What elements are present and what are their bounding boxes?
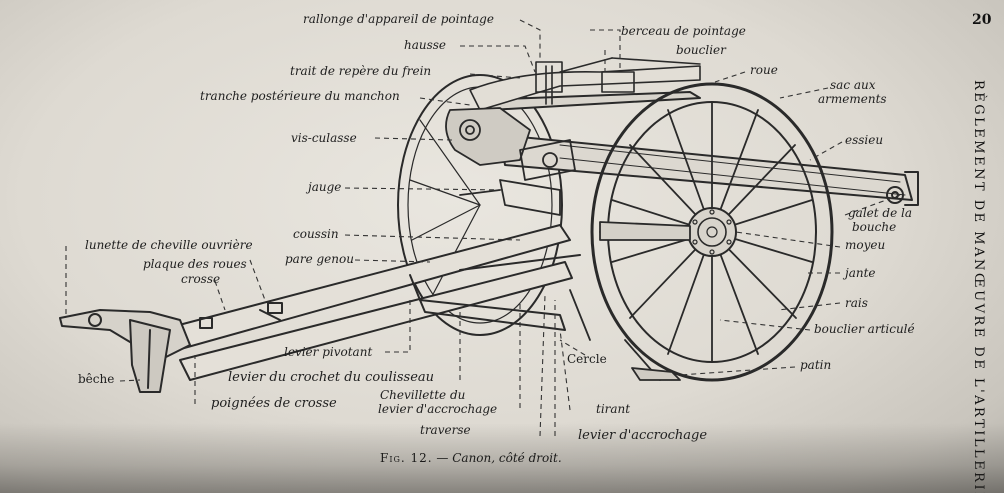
label-levier-accrochage: levier d'accrochage	[578, 428, 708, 443]
label-jante: jante	[845, 266, 876, 280]
running-head: RÈGLEMENT DE MANŒUVRE DE L'ARTILLERIE.	[971, 80, 986, 493]
caption-figure-number: Fig. 12.	[380, 451, 433, 465]
label-traverse: traverse	[420, 423, 471, 437]
label-beche: bêche	[78, 372, 115, 386]
label-lunette: lunette de cheville ouvrière	[85, 238, 253, 252]
label-trait-repere: trait de repère du frein	[290, 64, 432, 78]
label-vis-culasse: vis-culasse	[291, 131, 357, 145]
label-pare-genou: pare genou	[285, 252, 354, 266]
label-rallonge: rallonge d'appareil de pointage	[303, 12, 494, 26]
label-levier-pivotant: levier pivotant	[284, 345, 373, 359]
trail-end	[59, 309, 213, 393]
label-essieu: essieu	[845, 133, 884, 147]
label-coussin: coussin	[293, 227, 339, 241]
caption-title: Canon, côté droit.	[452, 451, 562, 465]
label-berceau: berceau de pointage	[621, 24, 746, 38]
cradle	[469, 57, 701, 111]
label-hausse: hausse	[404, 38, 447, 52]
figure-caption: Fig. 12. — Canon, côté droit.	[380, 451, 562, 465]
trail	[159, 224, 581, 381]
label-bouclier-articule: bouclier articulé	[814, 322, 915, 336]
label-roue: roue	[750, 63, 778, 77]
page-number: 20	[972, 12, 992, 28]
label-levier-crochet: levier du crochet du coulisseau	[228, 370, 435, 385]
label-sac-2: armements	[818, 92, 887, 106]
leader-lines	[65, 19, 901, 437]
label-tranche: tranche postérieure du manchon	[200, 89, 400, 103]
caption-separator: —	[432, 451, 453, 465]
axle	[569, 221, 691, 381]
breech	[445, 107, 576, 216]
label-galet-2: bouche	[852, 220, 897, 234]
label-galet-1: galet de la	[848, 206, 913, 220]
label-tirant: tirant	[596, 402, 631, 416]
label-plaque: plaque des roues	[143, 257, 247, 271]
label-rais: rais	[845, 296, 868, 310]
label-crosse: crosse	[181, 272, 221, 286]
label-jauge: jauge	[308, 180, 342, 194]
label-moyeu: moyeu	[845, 238, 886, 252]
label-chevillette-2: levier d'accrochage	[378, 402, 498, 416]
label-sac-1: sac aux	[830, 78, 876, 92]
label-patin: patin	[800, 358, 832, 372]
label-cercle: Cercle	[567, 352, 607, 366]
label-chevillette-1: Chevillette du	[380, 388, 466, 402]
label-poignees: poignées de crosse	[211, 396, 337, 411]
label-bouclier: bouclier	[676, 43, 726, 57]
